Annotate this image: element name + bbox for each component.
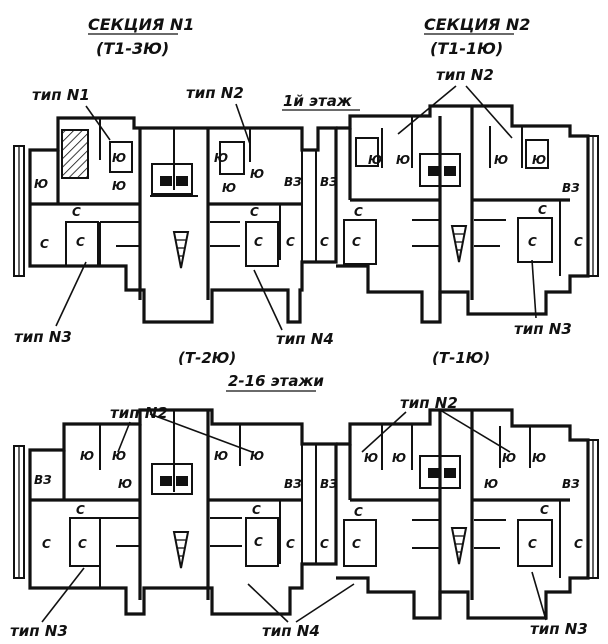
type-label-t3: тип N3	[514, 320, 572, 338]
section2-code: (Т1-1Ю)	[430, 39, 503, 58]
room-label: С	[354, 505, 363, 519]
room-label: ВЗ	[320, 175, 338, 189]
stair-arrow-2	[450, 225, 468, 263]
section2-heading: СЕКЦИЯ N2 (Т1-1Ю)	[424, 15, 530, 58]
room-label: С	[286, 537, 295, 551]
room-label: Ю	[34, 177, 48, 191]
room-label: С	[354, 205, 363, 219]
section1-title: СЕКЦИЯ N1	[88, 15, 194, 34]
room-label: С	[252, 503, 261, 517]
room-label: Ю	[502, 451, 516, 465]
floor2-16-plan: ВЗ Ю Ю Ю Ю Ю Ю Ю Ю Ю Ю ВЗ ВЗ ВЗ С С С С …	[10, 394, 599, 640]
room-label: Ю	[250, 449, 264, 463]
room-label: Ю	[368, 153, 382, 167]
room-label: Ю	[214, 449, 228, 463]
room-label: С	[320, 537, 329, 551]
room-label: ВЗ	[562, 477, 580, 491]
room-label: С	[574, 235, 583, 249]
room-label: Ю	[118, 477, 132, 491]
room-label: Ю	[112, 179, 126, 193]
room-label: С	[574, 537, 583, 551]
room-label: С	[320, 235, 329, 249]
upper-right-code: (Т-1Ю)	[432, 349, 490, 367]
upper-left-code: (Т-2Ю)	[178, 349, 236, 367]
floor1-plan: Ю Ю Ю Ю Ю Ю Ю Ю Ю Ю ВЗ ВЗ ВЗ С С С С С С…	[13, 66, 599, 348]
type-label-t4: тип N4	[276, 330, 334, 348]
room-label: С	[254, 535, 263, 549]
type-label-t3: тип N3	[10, 622, 68, 640]
room-label: С	[78, 537, 87, 551]
section2-title: СЕКЦИЯ N2	[424, 15, 530, 34]
section2-upper-interior	[343, 410, 570, 600]
room-label: С	[250, 205, 259, 219]
room-label: Ю	[112, 151, 126, 165]
room-label: Ю	[364, 451, 378, 465]
room-label: ВЗ	[562, 181, 580, 195]
type-label-t4: тип N4	[262, 622, 320, 640]
room-label: С	[528, 537, 537, 551]
room-label: С	[254, 235, 263, 249]
room-label: С	[76, 235, 85, 249]
section1-heading: СЕКЦИЯ N1 (Т1-3Ю)	[88, 15, 194, 58]
room-label: С	[538, 203, 547, 217]
type-label-t3: тип N3	[14, 328, 72, 346]
room-label: Ю	[532, 451, 546, 465]
section1-code: (Т1-3Ю)	[96, 39, 169, 58]
room-label: ВЗ	[284, 175, 302, 189]
stair-arrow-4	[450, 527, 468, 565]
room-label: Ю	[396, 153, 410, 167]
type-label-t2: тип N2	[436, 66, 494, 84]
room-label: С	[528, 235, 537, 249]
room-label: Ю	[532, 153, 546, 167]
room-label: С	[286, 235, 295, 249]
type-label-t2: тип N2	[186, 84, 244, 102]
section1-upper-interior	[30, 410, 317, 600]
room-label: С	[540, 503, 549, 517]
section2-interior	[343, 106, 570, 300]
floor2-16-room-labels: ВЗ Ю Ю Ю Ю Ю Ю Ю Ю Ю Ю ВЗ ВЗ ВЗ С С С С …	[34, 449, 583, 551]
section1-interior	[30, 118, 317, 300]
room-label: Ю	[80, 449, 94, 463]
room-label: С	[42, 537, 51, 551]
room-label: С	[352, 537, 361, 551]
room-label: Ю	[112, 449, 126, 463]
room-label: ВЗ	[34, 473, 52, 487]
room-label: Ю	[250, 167, 264, 181]
room-label: Ю	[494, 153, 508, 167]
stair-arrow-3	[172, 531, 190, 569]
type-label-t1: тип N1	[32, 86, 90, 104]
floor1-label: 1й этаж	[283, 92, 353, 110]
room-label: ВЗ	[284, 477, 302, 491]
room-label: Ю	[214, 151, 228, 165]
room-label: С	[352, 235, 361, 249]
room-label: Ю	[222, 181, 236, 195]
floor1-room-labels: Ю Ю Ю Ю Ю Ю Ю Ю Ю Ю ВЗ ВЗ ВЗ С С С С С С…	[34, 151, 583, 251]
hatched-shaft	[61, 129, 89, 179]
section1-outline	[28, 116, 338, 324]
room-label: С	[76, 503, 85, 517]
room-label: Ю	[484, 477, 498, 491]
type-label-t3: тип N3	[530, 620, 588, 638]
type-label-t2: тип N2	[110, 404, 168, 422]
room-label: Ю	[392, 451, 406, 465]
room-label: С	[40, 237, 49, 251]
floor1-type-labels: тип N1 тип N2 тип N2 тип N3 тип N4 тип N…	[14, 66, 572, 348]
room-label: ВЗ	[320, 477, 338, 491]
section2-upper-outline	[336, 408, 590, 620]
type-label-t2: тип N2	[400, 394, 458, 412]
stair-arrow-1	[172, 231, 190, 269]
room-label: С	[72, 205, 81, 219]
floor2-16-type-labels: тип N2 тип N2 тип N3 тип N4 тип N3	[10, 394, 588, 640]
floor2-16-label: 2-16 этажи	[228, 372, 324, 390]
